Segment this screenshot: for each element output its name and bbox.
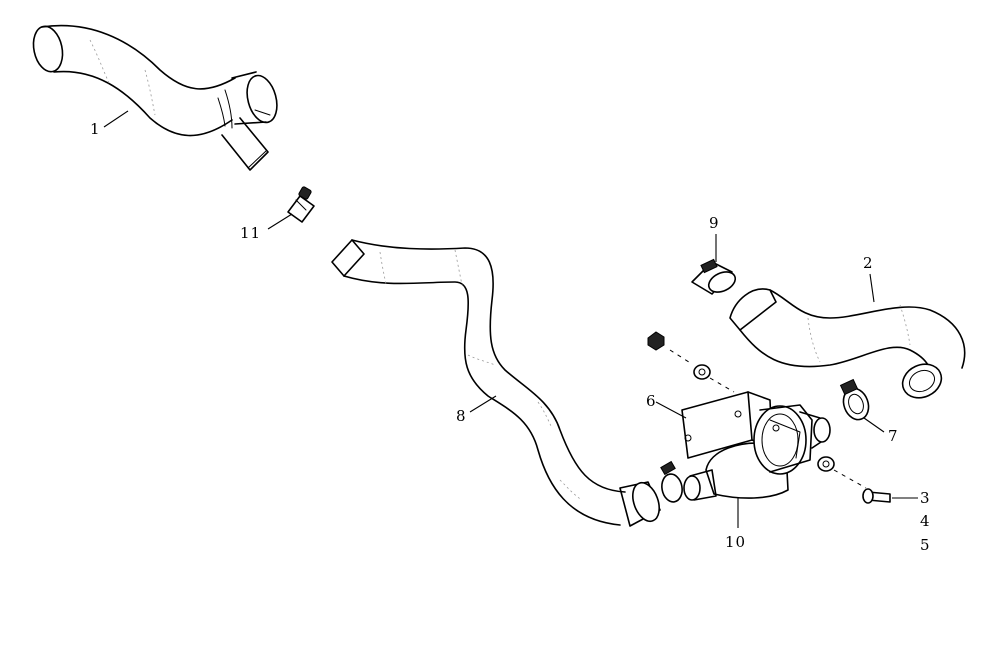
hardware-washer-lower [817, 456, 835, 472]
hardware-nut-upper [647, 331, 665, 351]
part-11-fitting [287, 186, 315, 223]
part-8-long-hose [331, 239, 661, 527]
part-1-hose-with-tee [32, 24, 278, 171]
part-9-clamp [691, 258, 737, 295]
part-7-clamp [839, 378, 870, 421]
callout-7: 7 [888, 427, 899, 445]
callout-1: 1 [90, 120, 101, 138]
callout-2: 2 [863, 254, 874, 272]
hardware-washer-upper [693, 364, 711, 380]
callout-3: 3 [920, 489, 931, 507]
callout-8: 8 [456, 407, 467, 425]
callout-10: 10 [725, 533, 746, 551]
part-clamp-left [660, 460, 683, 503]
callout-6: 6 [646, 392, 657, 410]
callout-11: 11 [240, 224, 261, 242]
hardware-bolt [862, 488, 891, 504]
callout-5: 5 [920, 536, 931, 554]
part-2-hose [729, 288, 966, 399]
callout-9: 9 [709, 214, 720, 232]
part-10-valve-housing [683, 404, 831, 501]
callout-4: 4 [920, 512, 931, 530]
